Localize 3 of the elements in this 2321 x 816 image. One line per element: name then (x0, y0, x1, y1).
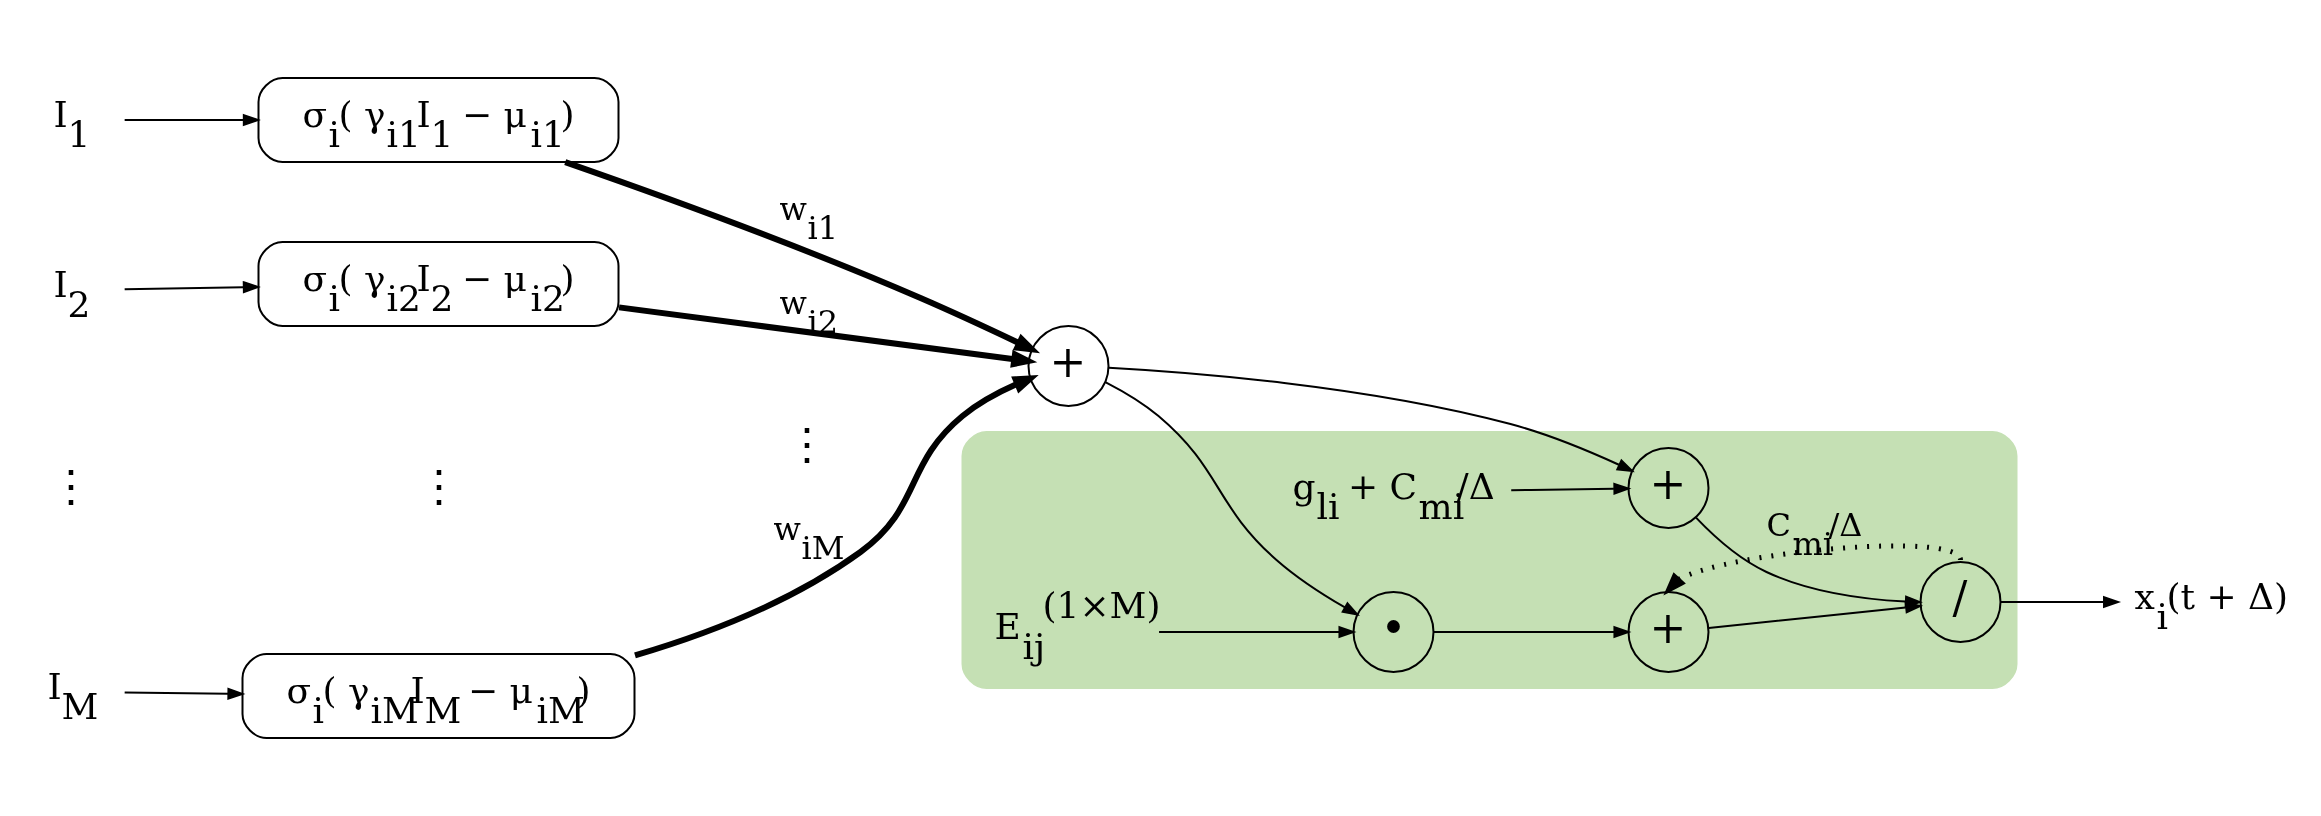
label: ⋮ (48, 460, 93, 512)
label: ⋮ (416, 460, 461, 512)
label: ⋮ (784, 418, 829, 470)
